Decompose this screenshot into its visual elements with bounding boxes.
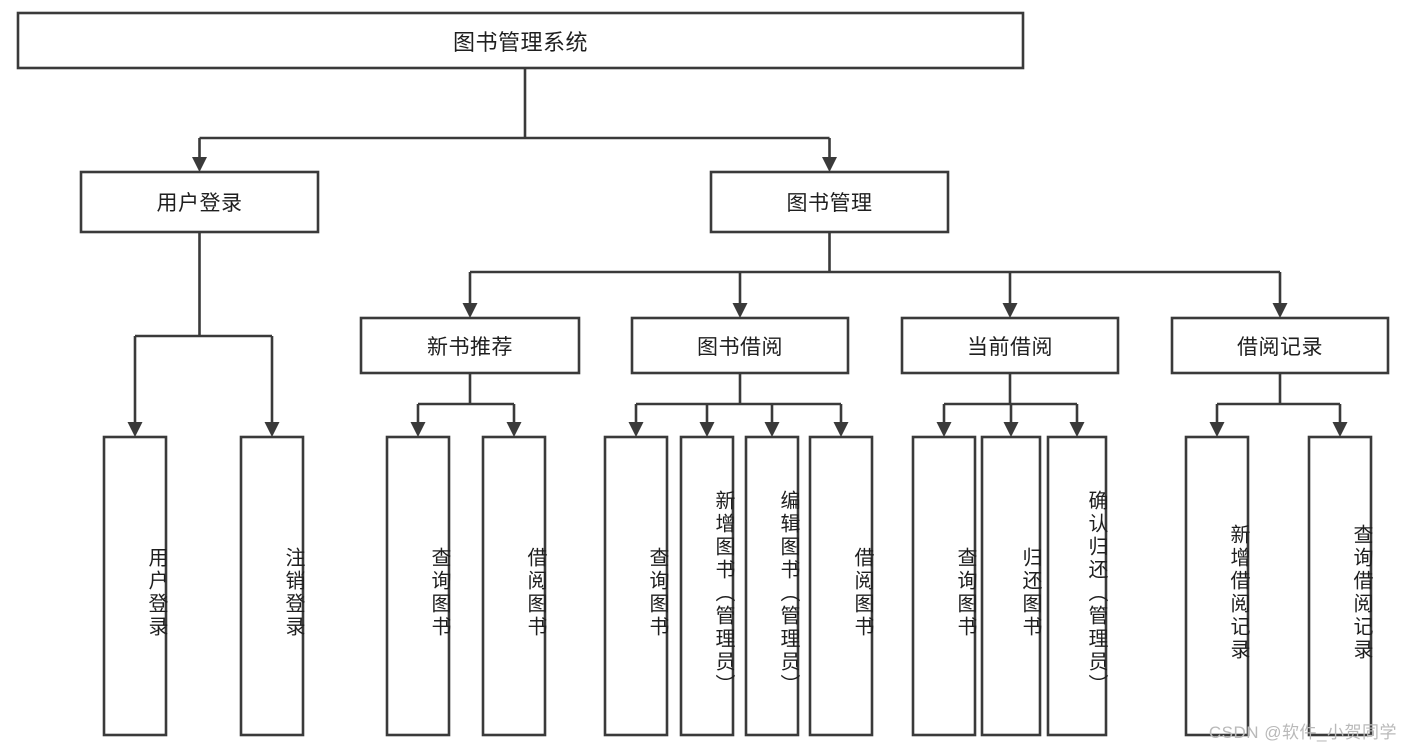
connector-mgmt-to-sub-0-arrowhead [462,303,478,318]
connector-root-to-module-1-arrowhead [822,157,837,172]
node-leaf-8[interactable] [911,435,977,737]
node-leaf-9[interactable] [980,435,1042,737]
connector-root-to-module-0-arrowhead [192,157,207,172]
node-submodule-3[interactable] [1170,316,1390,375]
connector-sub-3-to-leaf-0-arrowhead [1209,422,1225,437]
connector-mgmt-to-sub-3-arrowhead [1272,303,1288,318]
node-module-0[interactable] [79,170,320,234]
node-leaf-6[interactable] [744,435,800,737]
node-leaf-11[interactable] [1184,435,1250,737]
node-root-图书管理系统[interactable] [16,11,1025,70]
connector-sub-2-to-leaf-0-arrowhead [936,422,952,437]
node-submodule-1[interactable] [630,316,850,375]
connector-mgmt-to-sub-1-arrowhead [732,303,748,318]
connector-sub-1-to-leaf-3-arrowhead [833,422,849,437]
connector-sub-1-to-leaf-1-arrowhead [699,422,715,437]
connector-sub-2-to-leaf-1-arrowhead [1003,422,1019,437]
connector-sub-3-to-leaf-1-arrowhead [1332,422,1348,437]
node-leaf-0[interactable] [102,435,168,737]
node-leaf-5[interactable] [679,435,735,737]
connector-sub-1-to-leaf-0-arrowhead [628,422,644,437]
box-layer [16,11,1390,737]
connector-sub-2-to-leaf-2-arrowhead [1069,422,1085,437]
connector-sub-1-to-leaf-2-arrowhead [764,422,780,437]
connector-sub-0-to-leaf-1-arrowhead [506,422,522,437]
node-leaf-12[interactable] [1307,435,1373,737]
connector-sub-0-to-leaf-0-arrowhead [410,422,426,437]
node-leaf-3[interactable] [481,435,547,737]
node-leaf-7[interactable] [808,435,874,737]
node-leaf-2[interactable] [385,435,451,737]
node-leaf-10[interactable] [1046,435,1108,737]
node-submodule-0[interactable] [359,316,581,375]
node-leaf-1[interactable] [239,435,305,737]
connector-mgmt-to-sub-2-arrowhead [1002,303,1018,318]
node-leaf-4[interactable] [603,435,669,737]
connector-login-to-leaf-1-arrowhead [264,422,280,437]
connector-login-to-leaf-0-arrowhead [127,422,143,437]
connector-layer [127,68,1348,437]
node-module-1[interactable] [709,170,950,234]
node-submodule-2[interactable] [900,316,1120,375]
watermark: CSDN @软件_小贺同学 [1208,723,1397,742]
